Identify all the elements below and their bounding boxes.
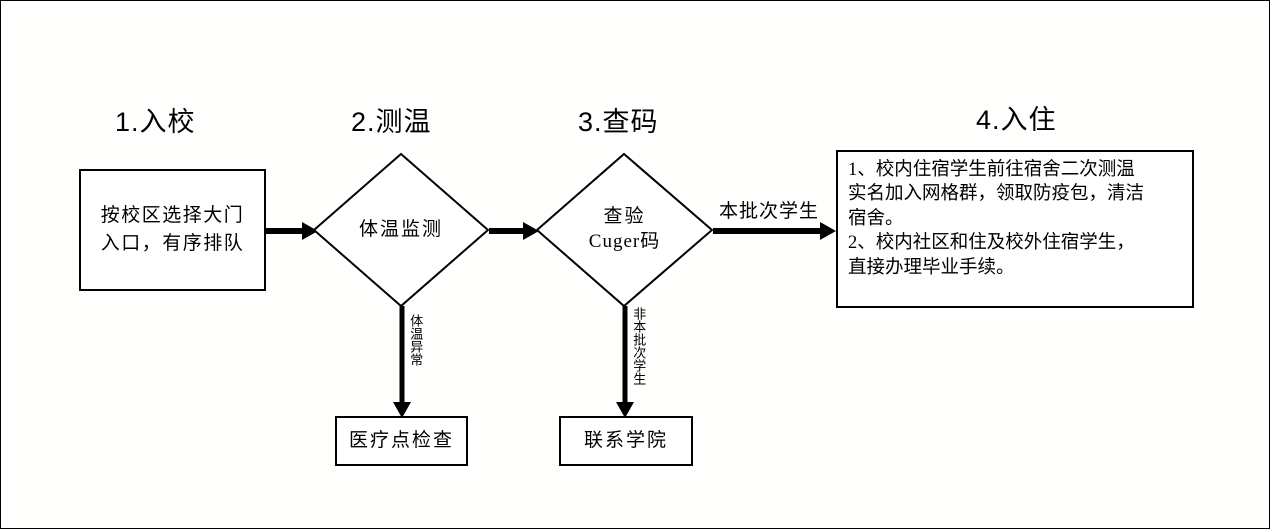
node-checkin-instructions: 1、校内住宿学生前往宿舍二次测温 实名加入网格群，领取防疫包，清洁 宿舍。 2、…	[836, 150, 1194, 308]
node-contact-college-label: 联系学院	[583, 430, 668, 452]
node-temperature-check: 体温监测	[312, 152, 490, 308]
node-medical-point: 医疗点检查	[335, 416, 468, 466]
info-line-5: 直接办理毕业手续。	[848, 257, 1015, 278]
edge-label-abnormal-temperature: 体温异常	[408, 314, 424, 366]
arrow-entry-to-temperature	[266, 220, 318, 242]
arrow-temperature-to-code	[489, 220, 539, 242]
arrow-temperature-to-medical	[391, 306, 413, 418]
node-contact-college: 联系学院	[559, 416, 693, 466]
stage-heading-3: 3.查码	[578, 107, 659, 137]
stage-heading-1: 1.入校	[115, 107, 196, 137]
node-code-check: 查验 Cuger码	[535, 152, 714, 308]
edge-label-this-batch: 本批次学生	[719, 201, 820, 222]
node-entry: 按校区选择大门 入口，有序排队	[79, 169, 266, 291]
node-entry-label: 按校区选择大门 入口，有序排队	[100, 205, 245, 254]
info-line-3: 宿舍。	[848, 208, 904, 229]
node-medical-point-label: 医疗点检查	[348, 430, 454, 452]
stage-heading-4: 4.入住	[976, 105, 1057, 135]
info-line-4: 2、校内社区和住及校外住宿学生，	[848, 233, 1135, 254]
info-line-2: 实名加入网格群，领取防疫包，清洁	[848, 184, 1145, 205]
info-line-1: 1、校内住宿学生前往宿舍二次测温	[848, 160, 1135, 180]
edge-label-not-this-batch: 非本批次学生	[631, 307, 647, 385]
stage-heading-2: 2.测温	[351, 107, 432, 137]
arrow-code-to-college	[614, 306, 636, 418]
arrow-code-to-checkin	[713, 220, 836, 242]
